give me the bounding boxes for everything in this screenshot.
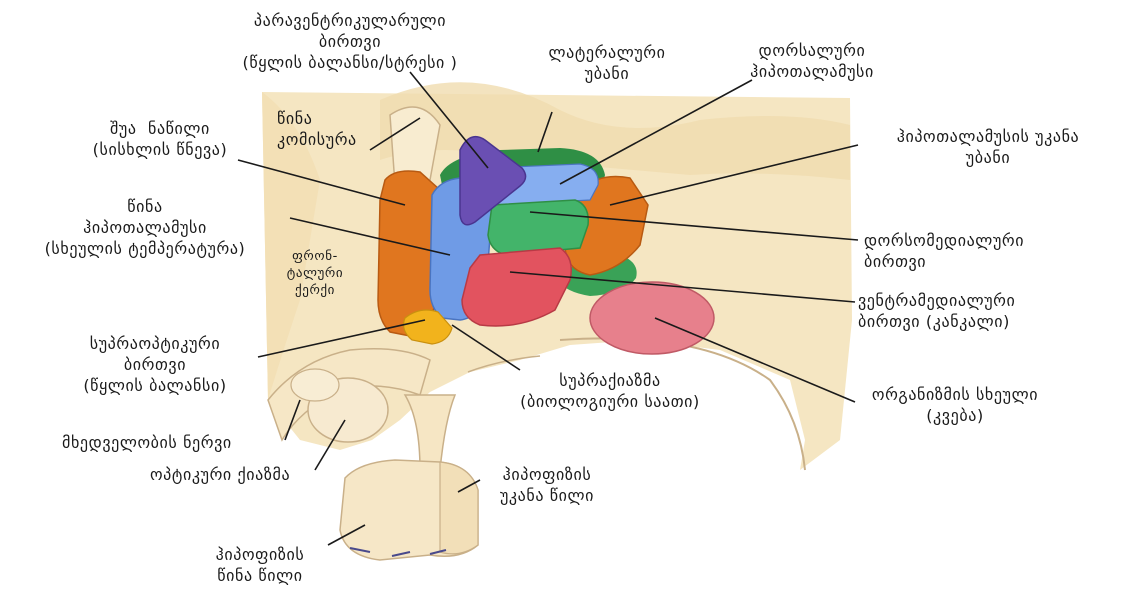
dorsomedial-nucleus-shape [488,200,588,255]
mammillary-body-shape [590,282,714,354]
label-dorsomedial-nucleus: დორსომედიალური ბირთვი [864,230,1024,272]
label-posterior-hypothalamus-area: ჰიპოთალამუსის უკანა უბანი [858,126,1118,168]
label-optic-nerve: მხედველობის ნერვი [62,432,232,453]
label-anterior-hypothalamus: წინა ჰიპოთალამუსი (სხეულის ტემპერატურა) [0,196,290,259]
label-mammillary-body: ორგანიზმის სხეული (კვება) [855,384,1055,426]
label-posterior-pituitary: ჰიპოფიზის უკანა წილი [472,464,622,506]
label-ventromedial-nucleus: ვენტრამედიალური ბირთვი (კანკალი) [858,290,1015,332]
label-supraoptic-nucleus: სუპრაოპტიკური ბირთვი (წყლის ბალანსი) [50,333,260,396]
label-anterior-commissure: წინა კომისურა [277,108,357,150]
label-paraventricular-nucleus: პარავენტრიკულარული ბირთვი (წყლის ბალანსი… [200,10,500,73]
label-frontal-lobe: ფრონ- ტალური ქერქი [280,248,350,299]
label-middle-part: შუა ნაწილი (სისხლის წნევა) [60,118,260,160]
label-suprachiasmatic: სუპრაქიაზმა (ბიოლოგიური საათი) [495,370,725,412]
label-lateral-area: ლატერალური უბანი [522,42,692,84]
label-anterior-pituitary: ჰიპოფიზის წინა წილი [190,544,330,586]
label-optic-chiasm: ოპტიკური ქიაზმა [150,464,290,485]
label-dorsal-hypothalamus: დორსალური ჰიპოთალამუსი [722,40,902,82]
